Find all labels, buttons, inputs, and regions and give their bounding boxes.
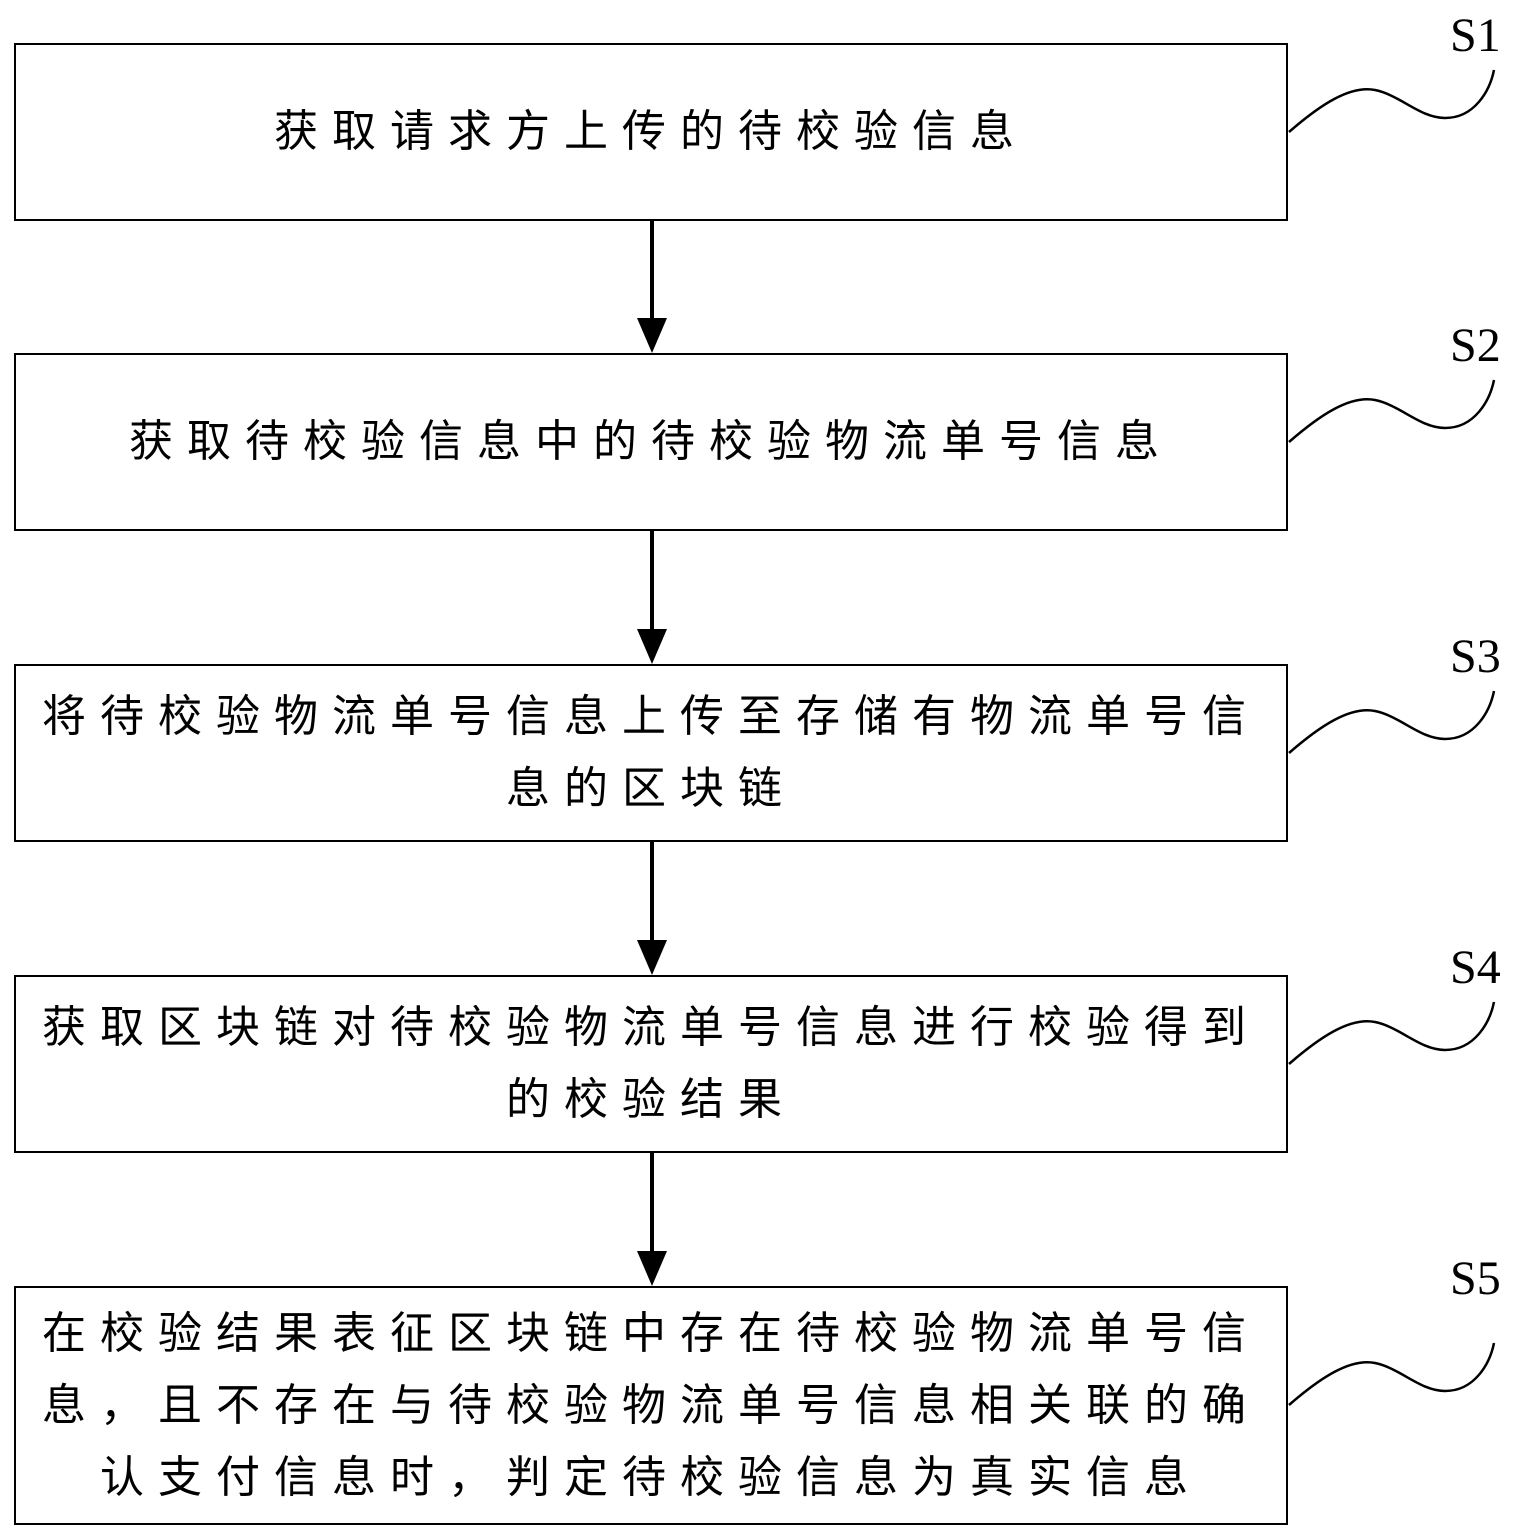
step-text: 在校验结果表征区块链中存在待校验物流单号信息，且不存在与待校验物流单号信息相关联…	[42, 1307, 1260, 1503]
arrow-s1-s2	[637, 221, 667, 353]
leader-line-s5	[1288, 1342, 1496, 1406]
arrow-s4-s5	[637, 1153, 667, 1286]
leader-line-s2	[1288, 379, 1496, 443]
step-label-s5: S5	[1450, 1252, 1501, 1305]
step-label-s2: S2	[1450, 319, 1501, 372]
step-box-s4: 获取区块链对待校验物流单号信息进行校验得到的校验结果	[14, 975, 1288, 1153]
step-label-s1: S1	[1450, 9, 1501, 62]
arrow-s3-s4	[637, 842, 667, 975]
step-text: 获取待校验信息中的待校验物流单号信息	[129, 416, 1173, 467]
step-text: 将待校验物流单号信息上传至存储有物流单号信息的区块链	[42, 691, 1260, 814]
leader-line-s1	[1288, 69, 1496, 133]
step-label-s3: S3	[1450, 630, 1501, 683]
step-text: 获取请求方上传的待校验信息	[274, 106, 1028, 157]
leader-line-s4	[1288, 1001, 1496, 1065]
arrow-s2-s3	[637, 531, 667, 664]
step-box-s3: 将待校验物流单号信息上传至存储有物流单号信息的区块链	[14, 664, 1288, 842]
leader-line-s3	[1288, 690, 1496, 754]
step-text: 获取区块链对待校验物流单号信息进行校验得到的校验结果	[42, 1002, 1260, 1125]
step-box-s5: 在校验结果表征区块链中存在待校验物流单号信息，且不存在与待校验物流单号信息相关联…	[14, 1286, 1288, 1525]
step-box-s1: 获取请求方上传的待校验信息	[14, 43, 1288, 221]
step-box-s2: 获取待校验信息中的待校验物流单号信息	[14, 353, 1288, 531]
step-label-s4: S4	[1450, 941, 1501, 994]
